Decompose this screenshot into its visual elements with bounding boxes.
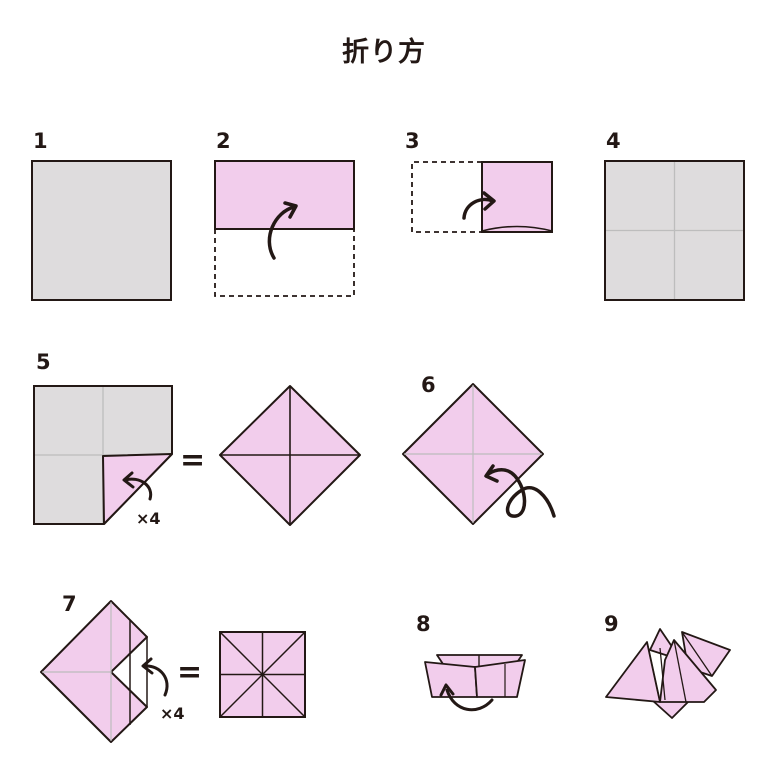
step-8-label: 8 (416, 612, 431, 636)
folded-corner-pink (102, 453, 173, 525)
step-9-label: 9 (604, 612, 619, 636)
repeat-count: ×4 (136, 509, 161, 528)
petal-front-pink (659, 639, 717, 703)
dashed-outline (214, 229, 355, 297)
fold-corner-arrowhead-icon (141, 657, 154, 675)
fold-edge (673, 639, 687, 703)
step-5-label: 5 (36, 350, 51, 374)
page-title: 折り方 (342, 37, 426, 68)
fold-corner-arrow-icon (143, 664, 169, 697)
step-7-label: 7 (62, 592, 77, 616)
step-5: 5 ×4 = (33, 350, 361, 528)
paper-square-gray (31, 160, 172, 301)
step-3-label: 3 (405, 129, 420, 153)
step-6-label: 6 (421, 373, 436, 397)
fold-right-arrow-icon (462, 197, 495, 220)
step-3: 3 (405, 129, 553, 233)
repeat-count: ×4 (160, 704, 185, 723)
folded-half-pink (214, 160, 355, 230)
crease-line (219, 631, 306, 718)
step-6: 6 (402, 373, 556, 525)
fold-edge (659, 647, 666, 701)
fold-up-arrow-icon (267, 205, 296, 260)
step-2-label: 2 (216, 129, 231, 153)
step-1-label: 1 (33, 129, 48, 153)
step-9: 9 (604, 612, 731, 719)
step-7: 7 ×4 = (40, 592, 306, 743)
folded-quarter-pink (481, 161, 553, 233)
open-up-arrow-icon (445, 688, 494, 712)
fold-edge (681, 631, 713, 677)
dashed-outline (411, 161, 482, 233)
step-4: 4 (604, 129, 745, 301)
fold-corner-arrow-icon (123, 477, 153, 501)
box-front-right-pink (474, 659, 526, 698)
paper-edge-curve (481, 225, 553, 232)
equals-sign: = (180, 443, 205, 478)
fold-edge (646, 641, 661, 703)
turn-over-arrow-icon (486, 468, 556, 518)
equals-sign: = (177, 655, 202, 690)
step-1: 1 (31, 129, 172, 301)
step-8: 8 (416, 612, 526, 712)
fold-corner-arrowhead-icon (122, 471, 135, 489)
fold-up-arrowhead-icon (283, 201, 298, 219)
open-up-arrowhead-icon (439, 683, 455, 697)
fold-right-arrowhead-icon (482, 191, 496, 211)
turn-over-arrowhead-icon (484, 464, 499, 483)
step-2: 2 (214, 129, 355, 297)
step-4-label: 4 (606, 129, 621, 153)
